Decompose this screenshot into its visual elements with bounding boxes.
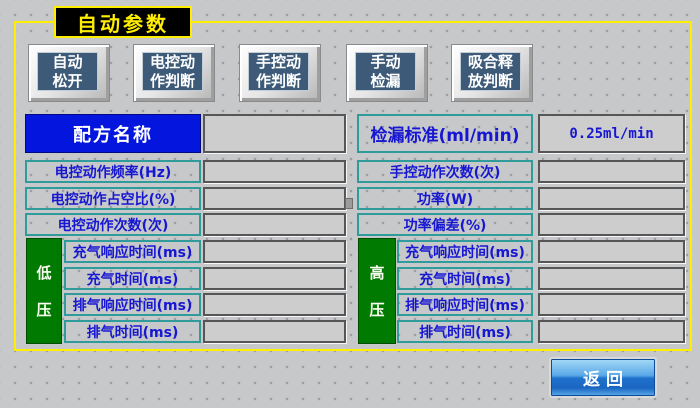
lp-inflate-response-field[interactable]	[203, 240, 346, 263]
hp-exhaust-time-label: 排气时间(ms)	[397, 320, 533, 343]
group-char: 高	[369, 264, 385, 282]
button-label-line: 作判断	[255, 71, 301, 90]
label-text: 排气时间(ms)	[419, 324, 511, 341]
leak-standard-field[interactable]: 0.25ml/min	[538, 114, 685, 153]
hp-exhaust-response-label: 排气响应时间(ms)	[397, 293, 533, 316]
manual-count-field[interactable]	[538, 160, 685, 183]
label-text: 排气响应时间(ms)	[72, 297, 193, 314]
lp-inflate-response-label: 充气响应时间(ms)	[64, 240, 201, 263]
leak-standard-header: 检漏标准(ml/min)	[357, 114, 533, 153]
button-label-line: 电控动	[149, 52, 195, 71]
button-label-line: 放判断	[467, 71, 513, 90]
page-title: 自动参数	[54, 6, 192, 38]
auto-release-button-face: 自动 松开	[37, 52, 98, 91]
manual-leak-check-button-face: 手动 检漏	[355, 52, 416, 91]
manual-action-judge-button-face: 手控动 作判断	[248, 52, 309, 91]
lp-exhaust-response-field[interactable]	[203, 293, 346, 316]
label-text: 排气响应时间(ms)	[405, 297, 525, 314]
lp-exhaust-time-label: 排气时间(ms)	[64, 320, 201, 343]
leak-standard-value: 0.25ml/min	[569, 125, 654, 142]
label-text: 充气时间(ms)	[419, 271, 511, 288]
electric-freq-field[interactable]	[203, 160, 346, 183]
electric-action-judge-button[interactable]: 电控动 作判断	[133, 44, 215, 102]
lp-inflate-time-field[interactable]	[203, 267, 346, 290]
button-label-line: 作判断	[149, 71, 195, 90]
button-label-line: 手控动	[255, 52, 301, 71]
high-pressure-group-label: 高 压	[358, 238, 396, 344]
group-char: 压	[369, 301, 385, 319]
hp-inflate-time-field[interactable]	[538, 267, 685, 290]
recipe-name-field[interactable]	[203, 114, 346, 153]
button-label-line: 吸合释	[467, 52, 513, 71]
electric-count-field[interactable]	[203, 213, 346, 236]
manual-count-label: 手控动作次数(次)	[357, 160, 533, 183]
lp-exhaust-time-field[interactable]	[203, 320, 346, 343]
hp-inflate-response-field[interactable]	[538, 240, 685, 263]
pickup-release-judge-button[interactable]: 吸合释 放判断	[451, 44, 533, 102]
label-text: 功率偏差(%)	[403, 217, 487, 234]
recipe-name-header: 配方名称	[25, 114, 201, 153]
hp-inflate-time-label: 充气时间(ms)	[397, 267, 533, 290]
label-text: 电控动作次数(次)	[57, 217, 169, 234]
label-text: 电控动作频率(Hz)	[54, 164, 172, 181]
electric-duty-field[interactable]	[203, 187, 346, 210]
label-text: 功率(W)	[416, 191, 474, 208]
power-label: 功率(W)	[357, 187, 533, 210]
lp-exhaust-response-label: 排气响应时间(ms)	[64, 293, 201, 316]
group-char: 压	[36, 301, 52, 319]
electric-action-judge-button-face: 电控动 作判断	[142, 52, 203, 91]
button-label-line: 松开	[52, 71, 83, 90]
power-deviation-field[interactable]	[538, 213, 685, 236]
hp-exhaust-time-field[interactable]	[538, 320, 685, 343]
low-pressure-group-label: 低 压	[26, 238, 62, 344]
yellow-group-frame	[14, 21, 692, 351]
page-title-label: 自动参数	[77, 11, 169, 36]
electric-freq-label: 电控动作频率(Hz)	[25, 160, 201, 183]
button-label-line: 自动	[52, 52, 83, 71]
hp-exhaust-response-field[interactable]	[538, 293, 685, 316]
electric-duty-label: 电控动作占空比(%)	[25, 187, 201, 210]
manual-action-judge-button[interactable]: 手控动 作判断	[239, 44, 321, 102]
return-button-label: 返回	[583, 370, 629, 390]
power-field[interactable]	[538, 187, 685, 210]
return-button[interactable]: 返回	[549, 357, 657, 398]
label-text: 充气时间(ms)	[86, 271, 179, 288]
electric-count-label: 电控动作次数(次)	[25, 213, 201, 236]
label-text: 手控动作次数(次)	[389, 164, 501, 181]
lp-inflate-time-label: 充气时间(ms)	[64, 267, 201, 290]
group-char: 低	[36, 264, 52, 282]
button-label-line: 手动	[370, 52, 401, 71]
auto-release-button[interactable]: 自动 松开	[28, 44, 110, 102]
hp-inflate-response-label: 充气响应时间(ms)	[397, 240, 533, 263]
manual-leak-check-button[interactable]: 手动 检漏	[346, 44, 428, 102]
label-text: 充气响应时间(ms)	[72, 244, 193, 261]
label-text: 排气时间(ms)	[86, 324, 179, 341]
splitter-handle	[345, 198, 353, 209]
label-text: 充气响应时间(ms)	[405, 244, 525, 261]
pickup-release-judge-button-face: 吸合释 放判断	[460, 52, 521, 91]
label-text: 电控动作占空比(%)	[50, 191, 176, 208]
button-label-line: 检漏	[370, 71, 401, 90]
leak-standard-label: 检漏标准(ml/min)	[370, 126, 520, 146]
recipe-name-label: 配方名称	[73, 124, 153, 146]
power-deviation-label: 功率偏差(%)	[357, 213, 533, 236]
